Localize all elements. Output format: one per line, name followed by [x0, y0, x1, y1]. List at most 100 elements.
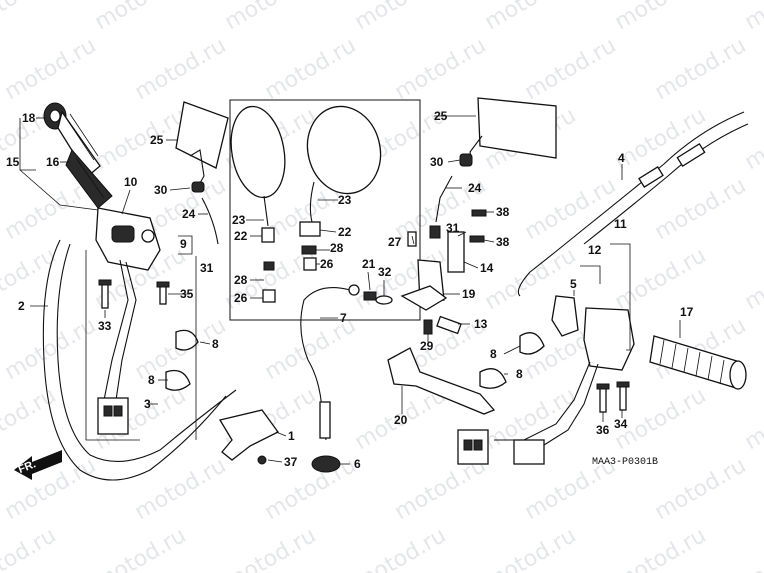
bolt-26b	[303, 257, 317, 271]
callout-6: 6	[354, 457, 361, 471]
callout-23-right: 23	[338, 193, 352, 207]
bolt-21	[363, 291, 377, 301]
callout-37: 37	[284, 455, 298, 469]
mirror-23a	[230, 105, 286, 199]
screw-27	[407, 231, 417, 247]
callout-32: 32	[378, 265, 392, 279]
clutch-cable-7	[300, 287, 351, 441]
watermark-text: motod.ru	[611, 523, 711, 573]
watermark-text: motod.ru	[131, 33, 231, 105]
cable-bracket-1	[218, 409, 279, 461]
callout-8d: 8	[516, 367, 523, 381]
callout-28-right: 28	[330, 241, 344, 255]
watermark-text: motod.ru	[391, 33, 491, 105]
watermark-text: motod.ru	[1, 313, 101, 385]
throttle-cable-2	[42, 239, 227, 481]
washer-28a	[263, 261, 275, 271]
watermark-text: motod.ru	[741, 243, 764, 315]
callout-19: 19	[462, 287, 476, 301]
watermark-text: motod.ru	[91, 103, 191, 175]
bolt-26a	[262, 289, 276, 303]
callout-22-right: 22	[338, 225, 352, 239]
clamp-8d	[479, 368, 507, 389]
callout-15: 15	[6, 155, 20, 169]
right-lever-leaders	[401, 115, 521, 414]
callout-26-left: 26	[234, 291, 248, 305]
bolt-37	[257, 455, 267, 465]
watermark-text: motod.ru	[351, 0, 451, 35]
callout-30-left: 30	[154, 183, 168, 197]
bolt-38a	[471, 209, 487, 217]
watermark-text: motod.ru	[221, 0, 321, 35]
clutch-cable-assembly	[300, 284, 360, 473]
watermark-text: motod.ru	[611, 103, 711, 175]
watermark-text: motod.ru	[221, 523, 321, 573]
screw-36	[599, 385, 607, 413]
callout-5: 5	[570, 277, 577, 291]
callout-38b: 38	[496, 235, 510, 249]
right-lever-assembly	[363, 97, 557, 415]
callout-2: 2	[18, 299, 25, 313]
screw-29	[423, 319, 433, 335]
watermark-text: motod.ru	[91, 523, 191, 573]
callout-31-right: 31	[446, 221, 460, 235]
watermark-text: motod.ru	[131, 453, 231, 525]
callout-27: 27	[388, 235, 402, 249]
callout-20: 20	[394, 413, 408, 427]
left-handlebar-assembly	[14, 102, 279, 481]
center-leaders	[320, 271, 385, 465]
front-marker-label: FR.	[17, 458, 38, 476]
callout-13: 13	[474, 317, 488, 331]
washer-32	[375, 295, 393, 305]
watermark-text: motod.ru	[481, 0, 581, 35]
callout-4: 4	[618, 151, 625, 165]
callout-12: 12	[588, 243, 602, 257]
callout-18: 18	[22, 111, 36, 125]
nut-30-right	[459, 153, 473, 167]
screw-34	[619, 383, 627, 411]
connector-right	[457, 429, 489, 465]
mirror-23b	[306, 105, 382, 195]
watermark-text: motod.ru	[651, 33, 751, 105]
watermark-text: motod.ru	[611, 0, 711, 35]
watermark-text: motod.ru	[481, 523, 581, 573]
diagram-code: MAA3-P0301B	[592, 457, 658, 468]
bolt-38b	[469, 235, 485, 243]
mirror-25-left	[175, 101, 229, 169]
mirror-25-right	[477, 97, 557, 159]
right-leaders	[573, 164, 681, 422]
callout-8c: 8	[490, 347, 497, 361]
callout-24-left: 24	[182, 207, 196, 221]
watermark-text: motod.ru	[0, 0, 60, 35]
cap-31	[429, 225, 441, 239]
callout-23-left: 23	[232, 213, 246, 227]
callout-22-left: 22	[234, 229, 248, 243]
left-leaders	[19, 117, 287, 463]
watermark-text: motod.ru	[1, 33, 101, 105]
callout-17: 17	[680, 305, 694, 319]
watermark-text: motod.ru	[741, 0, 764, 35]
switch-5	[551, 295, 579, 337]
nut-30-left	[191, 181, 205, 193]
stem-24-right	[435, 175, 453, 223]
callout-9: 9	[180, 237, 187, 251]
cap-6	[311, 455, 341, 473]
connector	[97, 397, 129, 435]
clamp-8b	[165, 369, 191, 391]
throttle-cable-3	[56, 243, 237, 462]
callout-38a: 38	[496, 205, 510, 219]
watermark-text: motod.ru	[651, 173, 751, 245]
front-arrow	[14, 450, 62, 480]
watermark-text: motod.ru	[0, 383, 60, 455]
watermark-text: motod.ru	[741, 103, 764, 175]
watermark-text: motod.ru	[651, 453, 751, 525]
mirror-leaders	[166, 139, 338, 299]
callout-8b: 8	[148, 373, 155, 387]
right-handlebar-assembly	[457, 111, 749, 465]
clamp-8c	[519, 332, 545, 355]
watermark-text: motod.ru	[0, 243, 60, 315]
nut-22b	[299, 221, 321, 237]
